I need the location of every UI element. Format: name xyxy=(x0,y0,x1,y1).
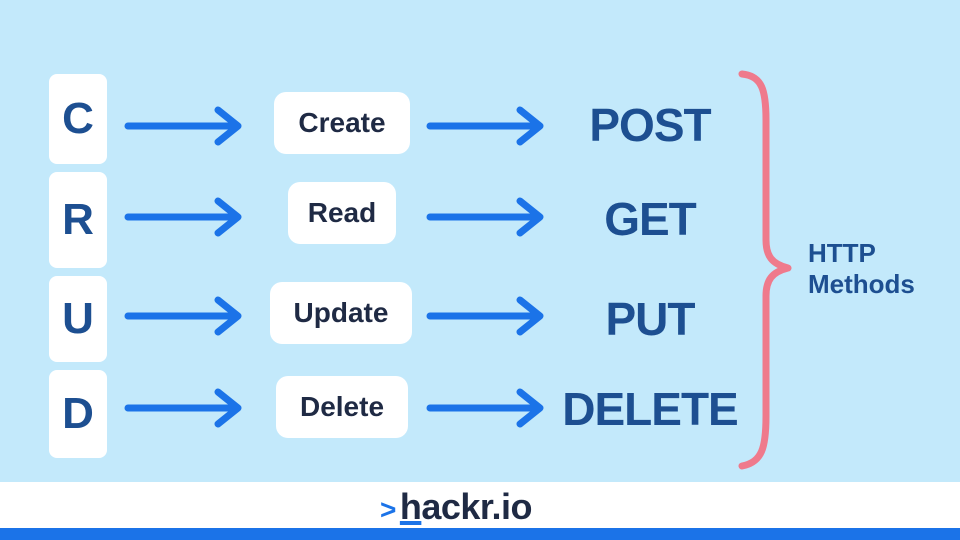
arrow-icon xyxy=(124,296,242,336)
arrow-icon xyxy=(426,197,544,237)
http-methods-label-line1: HTTP xyxy=(808,238,876,268)
http-method-put: PUT xyxy=(605,293,696,345)
operation-label: Delete xyxy=(299,391,385,422)
http-method-get: GET xyxy=(604,193,697,245)
crud-letter: R xyxy=(62,195,94,244)
logo-text: ackr.io xyxy=(421,486,532,527)
crud-letter-d: D xyxy=(49,370,107,458)
footer xyxy=(0,482,960,540)
arrow-icon xyxy=(124,388,242,428)
http-method-post: POST xyxy=(589,99,711,151)
http-methods-label: HTTP Methods xyxy=(808,238,915,300)
operation-label: Update xyxy=(293,297,389,328)
operation-label: Read xyxy=(307,197,377,228)
http-method-delete: DELETE xyxy=(562,383,738,435)
arrow-icon xyxy=(426,296,544,336)
operation-label: Create xyxy=(298,107,386,138)
arrow-icon xyxy=(426,106,544,146)
crud-letter-r: R xyxy=(49,172,107,268)
arrow-icon xyxy=(426,388,544,428)
curly-brace-icon xyxy=(738,70,792,470)
logo-caret: > xyxy=(380,494,396,525)
hackr-logo: >hackr.io xyxy=(380,486,532,528)
crud-letter: U xyxy=(62,294,94,343)
arrow-icon xyxy=(124,106,242,146)
logo-h: h xyxy=(399,486,422,527)
operation-box-read: Read xyxy=(288,182,396,244)
operation-box-update: Update xyxy=(270,282,412,344)
operation-box-create: Create xyxy=(274,92,410,154)
crud-letter: D xyxy=(62,389,94,438)
arrow-icon xyxy=(124,197,242,237)
crud-letter: C xyxy=(62,94,94,143)
footer-accent-bar xyxy=(0,528,960,540)
crud-letter-u: U xyxy=(49,276,107,362)
crud-letter-c: C xyxy=(49,74,107,164)
http-methods-label-line2: Methods xyxy=(808,269,915,299)
operation-box-delete: Delete xyxy=(276,376,408,438)
